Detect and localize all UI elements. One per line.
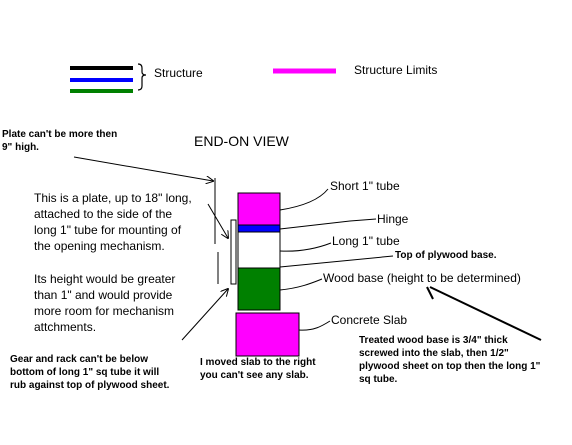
label-hinge: Hinge xyxy=(377,212,409,226)
arrow-plate-height xyxy=(73,156,213,181)
pointer-treated-wood-tick xyxy=(426,286,434,300)
diagram-title: END-ON VIEW xyxy=(194,133,289,149)
leader-short-tube xyxy=(279,188,329,211)
wood-base-shape xyxy=(237,267,281,311)
legend-brace xyxy=(137,63,147,91)
note-slab-moved: I moved slab to the right you can't see … xyxy=(200,357,316,381)
note-plate-height: Plate can't be more then 9" high. xyxy=(2,129,118,153)
legend-limits-label: Structure Limits xyxy=(354,63,438,77)
label-wood-base: Wood base (height to be determined) xyxy=(323,271,521,285)
note-plate-height-more: Its height would be greater than 1" and … xyxy=(34,272,176,334)
label-short-tube: Short 1" tube xyxy=(330,179,400,193)
plate-shape xyxy=(230,219,237,285)
arrow-plate-desc xyxy=(207,203,228,238)
legend-structure-label: Structure xyxy=(154,66,203,80)
leader-long-tube xyxy=(279,242,332,252)
short-tube-shape xyxy=(237,192,281,226)
label-long-tube: Long 1" tube xyxy=(332,234,400,248)
long-tube-shape xyxy=(237,231,281,269)
arrow-gear-rack xyxy=(181,289,228,341)
note-plate-description: This is a plate, up to 18" long, attache… xyxy=(34,191,192,253)
label-plywood-top: Top of plywood base. xyxy=(395,250,497,261)
hinge-shape xyxy=(237,224,281,233)
label-concrete-slab: Concrete Slab xyxy=(331,313,408,327)
note-gear-rack: Gear and rack can't be below bottom of l… xyxy=(10,354,170,391)
leader-plywood-top xyxy=(279,255,394,268)
pointer-treated-wood xyxy=(429,286,542,341)
leader-concrete-slab xyxy=(298,320,331,331)
note-treated-wood: Treated wood base is 3/4" thick screwed … xyxy=(359,335,541,385)
leader-hinge xyxy=(279,218,377,230)
leader-wood-base xyxy=(279,278,323,291)
concrete-slab-shape xyxy=(235,312,300,357)
